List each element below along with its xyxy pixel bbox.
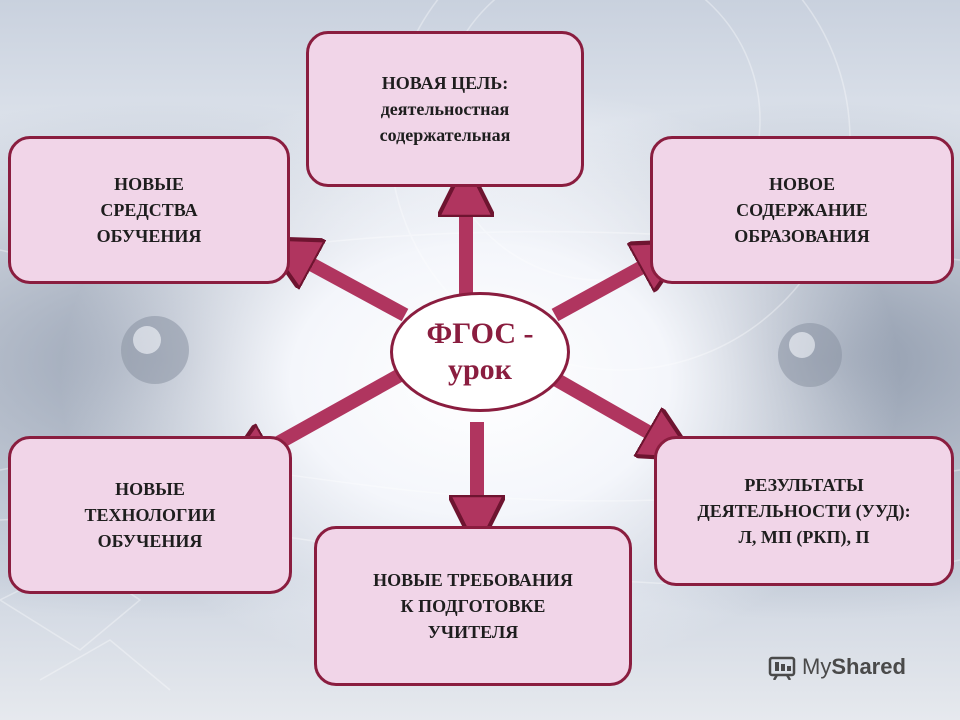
- box-new-goal-line2: деятельностная: [380, 99, 510, 119]
- box-new-teacher-requirements: НОВЫЕ ТРЕБОВАНИЯ К ПОДГОТОВКЕ УЧИТЕЛЯ: [314, 526, 632, 686]
- box-new-learning-technologies-line2: ТЕХНОЛОГИИ: [84, 505, 216, 525]
- box-new-education-content-line1: НОВОЕ: [768, 174, 835, 194]
- box-new-teacher-requirements-line2: К ПОДГОТОВКЕ: [400, 596, 546, 616]
- box-new-learning-tools-line1: НОВЫЕ: [114, 174, 184, 194]
- center-line1: ФГОС -: [426, 317, 534, 350]
- arrow-to-top-left: [298, 257, 409, 322]
- box-new-teacher-requirements-line1: НОВЫЕ ТРЕБОВАНИЯ: [373, 570, 573, 590]
- box-activity-results: РЕЗУЛЬТАТЫ ДЕЯТЕЛЬНОСТИ (УУД): Л, МП (РК…: [654, 436, 954, 586]
- box-new-education-content: НОВОЕ СОДЕРЖАНИЕ ОБРАЗОВАНИЯ: [650, 136, 954, 284]
- center-fgos-lesson: ФГОС - урок: [390, 292, 570, 412]
- box-new-learning-tools-line2: СРЕДСТВА: [100, 200, 198, 220]
- arrow-to-bottom-right: [553, 373, 662, 440]
- arrow-to-top-right: [551, 260, 655, 322]
- box-new-education-content-line3: ОБРАЗОВАНИЯ: [734, 226, 870, 246]
- box-new-learning-tools-line3: ОБУЧЕНИЯ: [96, 226, 202, 246]
- box-new-education-content-line2: СОДЕРЖАНИЕ: [736, 200, 868, 220]
- box-new-learning-tools: НОВЫЕ СРЕДСТВА ОБУЧЕНИЯ: [8, 136, 290, 284]
- box-new-goal-line1: НОВАЯ ЦЕЛЬ:: [381, 73, 509, 93]
- box-new-goal: НОВАЯ ЦЕЛЬ: деятельностная содержательна…: [306, 31, 584, 187]
- box-activity-results-line3: Л, МП (РКП), П: [738, 527, 870, 547]
- watermark-my: My: [802, 654, 832, 679]
- box-new-goal-line3: содержательная: [379, 125, 511, 145]
- box-new-learning-technologies-line1: НОВЫЕ: [115, 479, 185, 499]
- box-activity-results-line2: ДЕЯТЕЛЬНОСТИ (УУД):: [697, 501, 911, 521]
- center-line2: урок: [448, 353, 512, 386]
- box-new-learning-technologies: НОВЫЕ ТЕХНОЛОГИИ ОБУЧЕНИЯ: [8, 436, 292, 594]
- myshared-logo-icon: [768, 656, 796, 680]
- box-activity-results-line1: РЕЗУЛЬТАТЫ: [744, 475, 864, 495]
- box-new-teacher-requirements-line3: УЧИТЕЛЯ: [427, 622, 519, 642]
- watermark-shared: Shared: [831, 654, 906, 679]
- box-new-learning-technologies-line3: ОБУЧЕНИЯ: [97, 531, 203, 551]
